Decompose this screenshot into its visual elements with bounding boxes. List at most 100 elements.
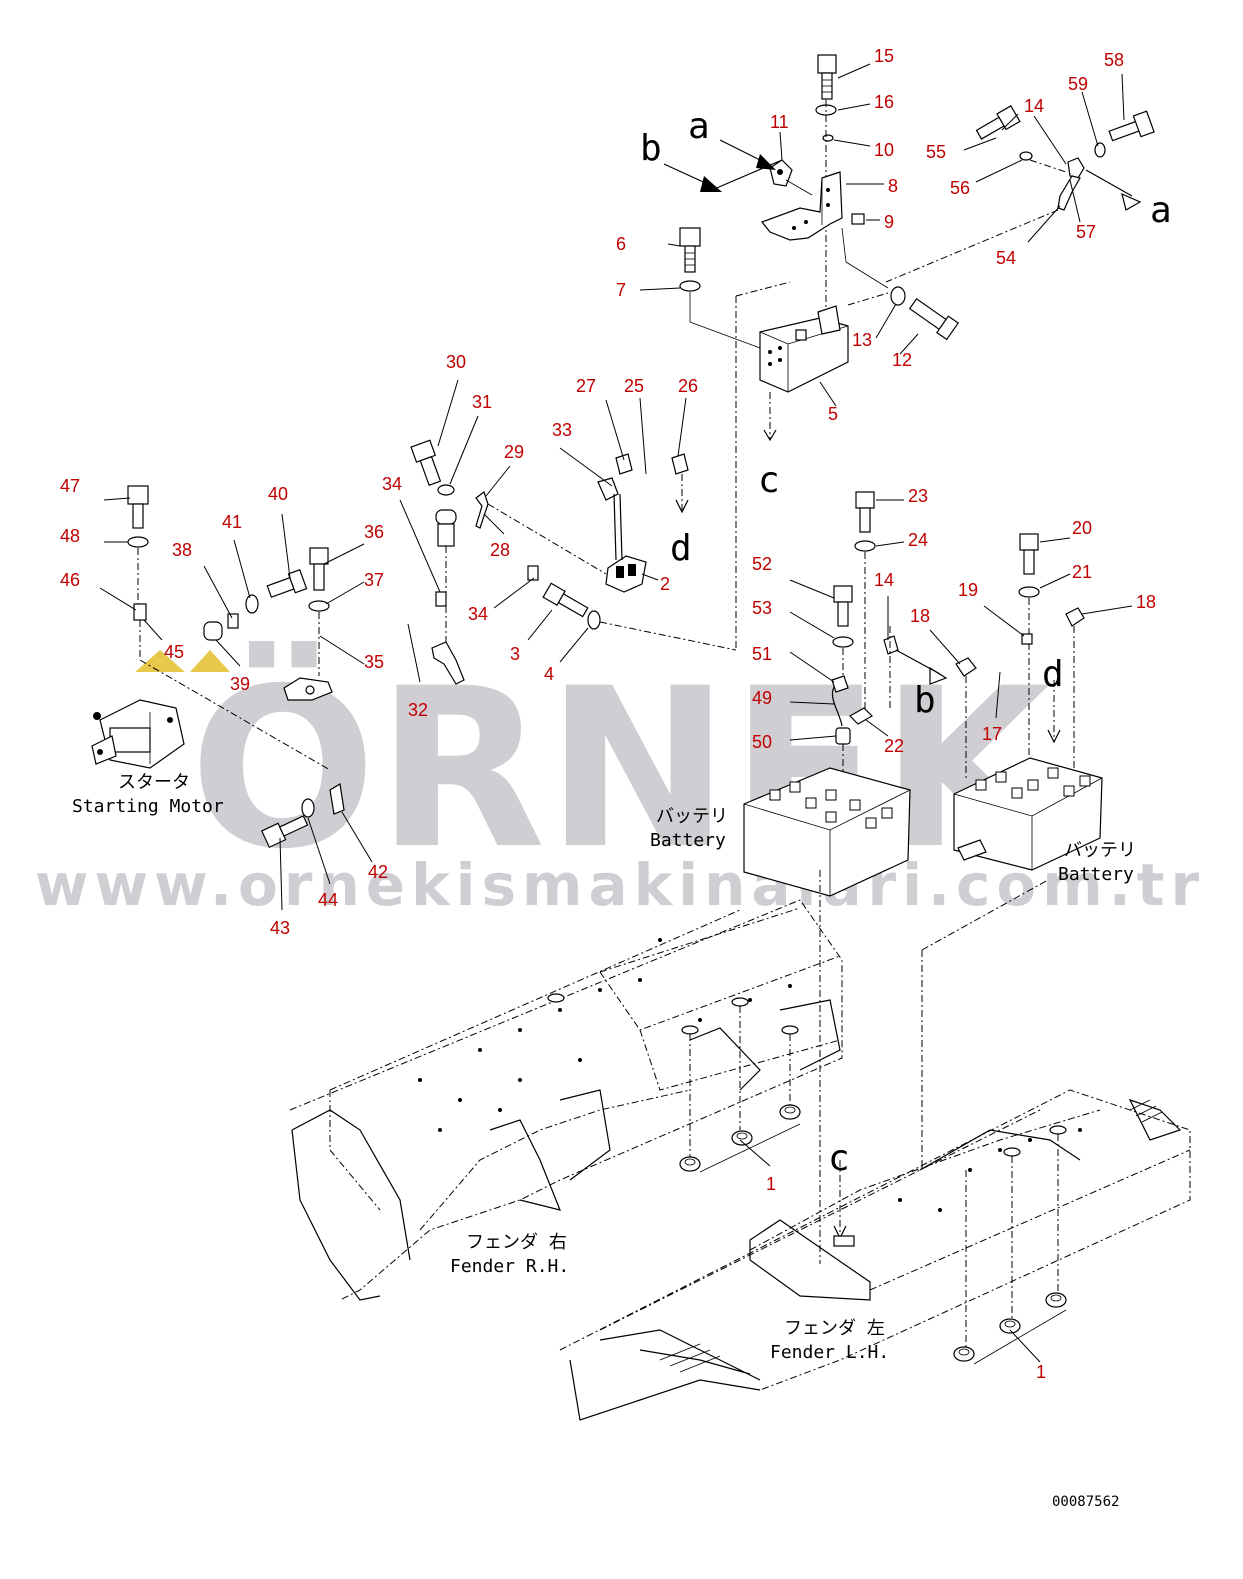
part-number: 43	[270, 918, 290, 938]
part-number: 46	[60, 570, 80, 590]
fender-lh-label-en: Fender L.H.	[770, 1342, 889, 1363]
view-marker-b-top: b	[640, 128, 662, 169]
part-number: 6	[616, 234, 626, 254]
part-number: 34	[382, 474, 402, 494]
bolt-6	[679, 227, 701, 273]
part-number: 33	[552, 420, 572, 440]
part-number: 8	[888, 176, 898, 196]
view-marker-d-right: d	[1042, 654, 1064, 695]
bolt-15	[817, 54, 837, 100]
washer-59	[1094, 142, 1106, 158]
part-number: 56	[950, 178, 970, 198]
box-5	[679, 227, 960, 650]
part-number: 54	[996, 248, 1016, 268]
bolt-40	[266, 569, 308, 598]
part-number: 22	[884, 736, 904, 756]
part-number: 32	[408, 700, 428, 720]
part-number: 14	[1024, 96, 1044, 116]
part-number: 14	[874, 570, 894, 590]
clip-28-29	[475, 491, 489, 529]
view-marker-c-top: c	[758, 460, 780, 501]
washer-44	[301, 798, 315, 818]
bolt-30	[410, 439, 442, 486]
drawing-number: 00087562	[1052, 1494, 1119, 1510]
part-number: 38	[172, 540, 192, 560]
bolt-58	[1108, 110, 1155, 142]
view-marker-c-bottom: c	[828, 1138, 850, 1179]
view-marker-d-top: d	[670, 528, 692, 569]
part-number: 41	[222, 512, 242, 532]
bolt-52	[833, 585, 853, 627]
part-number: 47	[60, 476, 80, 496]
bolt-12	[908, 297, 960, 341]
part-number: 58	[1104, 50, 1124, 70]
fender-lh-label-jp: フェンダ 左	[784, 1318, 885, 1339]
view-markers: a a b b c c d d	[640, 106, 1172, 1179]
part-number: 1	[1036, 1362, 1046, 1382]
part-number: 31	[472, 392, 492, 412]
battery-left	[743, 767, 911, 897]
battery-cables	[831, 491, 1085, 790]
part-number: 16	[874, 92, 894, 112]
part-number: 35	[364, 652, 384, 672]
part-number: 13	[852, 330, 872, 350]
starting-motor	[91, 699, 185, 769]
terminal-18-right	[1065, 607, 1085, 627]
watermark-accent-right	[190, 650, 230, 672]
washer-10	[822, 134, 834, 142]
part-number: 24	[908, 530, 928, 550]
washer-37	[308, 600, 330, 612]
washer-24	[854, 540, 876, 552]
leader-lines	[99, 63, 1133, 1363]
washer-7	[679, 280, 701, 292]
bolt-23	[855, 491, 875, 533]
view-marker-a-right: a	[1150, 190, 1172, 231]
washer-21	[1018, 586, 1040, 598]
part-number: 49	[752, 688, 772, 708]
washer-13	[890, 286, 906, 306]
part-number: 26	[678, 376, 698, 396]
part-number: 39	[230, 674, 250, 694]
bolt-20	[1019, 533, 1039, 575]
joint-19	[1021, 633, 1033, 645]
part-number-callouts: 1 1 2 3 4 5 6 7 8 9 10 11 12 13 14 14 15…	[60, 46, 1156, 1382]
part-number: 2	[660, 574, 670, 594]
fender-rh	[289, 870, 843, 1301]
part-number: 51	[752, 644, 772, 664]
relay-2	[605, 555, 647, 593]
cable-25	[615, 453, 689, 514]
part-number: 1	[766, 1174, 776, 1194]
part-number: 19	[958, 580, 978, 600]
part-number: 48	[60, 526, 80, 546]
washer-31	[437, 484, 455, 496]
bolt-47	[127, 485, 149, 529]
part-number: 15	[874, 46, 894, 66]
watermark-brand: ÖRNEK	[189, 641, 1058, 897]
part-number: 25	[624, 376, 644, 396]
part-number: 59	[1068, 74, 1088, 94]
bolt-55	[975, 105, 1021, 140]
part-number: 45	[164, 642, 184, 662]
part-number: 34	[468, 604, 488, 624]
part-number: 4	[544, 664, 554, 684]
part-number: 36	[364, 522, 384, 542]
part-number: 20	[1072, 518, 1092, 538]
right-top-parts	[885, 105, 1155, 283]
nut-9	[851, 213, 865, 225]
battery-right-label-en: Battery	[1058, 864, 1134, 885]
part-number: 44	[318, 890, 338, 910]
terminal-18-left	[955, 657, 977, 677]
cable-harness-32	[84, 477, 623, 720]
part-number: 11	[770, 112, 789, 132]
part-number: 21	[1072, 562, 1092, 582]
washer-48	[127, 536, 149, 548]
washer-53	[832, 636, 854, 648]
bolt-3	[542, 582, 589, 618]
view-arrows	[663, 139, 783, 192]
part-number: 55	[926, 142, 946, 162]
part-number: 18	[910, 606, 930, 626]
mounts-1-rh	[679, 1104, 801, 1173]
fender-lh	[559, 879, 1191, 1421]
part-number: 23	[908, 486, 928, 506]
